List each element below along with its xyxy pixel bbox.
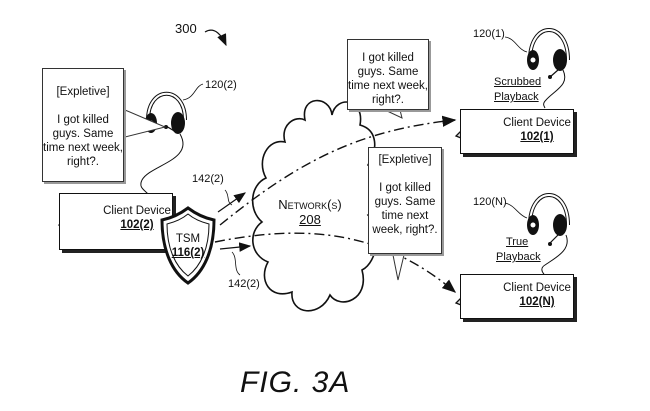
figure-reference-arrow [204, 29, 227, 47]
tsm-id: 116(2) [171, 247, 205, 259]
device-label: Client Device [503, 117, 571, 129]
headset-ref-120-N: 120(N) [473, 196, 507, 208]
bubble-text: I got killed guys. Same time next week, … [348, 52, 428, 106]
headset-icon [527, 193, 570, 275]
figure-caption: FIG. 3A [240, 366, 351, 399]
link-label-lower: 142(2) [228, 278, 260, 290]
bubble-tag: [Expletive] [378, 154, 432, 166]
headset-ref-120-2: 120(2) [205, 79, 237, 91]
bubble-text: I got killed guys. Same time next week, … [372, 182, 438, 236]
headset-ref-120-1: 120(1) [473, 28, 505, 40]
headset-icon [140, 91, 187, 197]
device-label: Client Device [103, 205, 171, 217]
network-label: Network(s) 208 [270, 197, 350, 227]
flow-to-device-102-N [214, 232, 457, 293]
client-device-102-N[interactable]: Client Device 102(N) [460, 274, 574, 319]
playback-mode-line2: Playback [494, 91, 539, 103]
bubble-text: I got killed guys. Same time next week, … [43, 114, 123, 168]
network-cloud [251, 99, 380, 312]
device-id: 102(1) [520, 131, 554, 143]
device-label: Client Device [503, 282, 571, 294]
link-arrow-upper [217, 192, 246, 213]
device-id: 102(N) [519, 296, 555, 308]
network-name: Network(s) [278, 197, 342, 212]
headset-icon [527, 28, 570, 109]
playback-mode-line1: Scrubbed [494, 76, 542, 88]
playback-mode-line1: True [506, 236, 529, 248]
link-arrow-lower [219, 242, 252, 252]
speech-bubble-source: [Expletive] I got killed guys. Same time… [42, 68, 124, 182]
client-device-102-1[interactable]: Client Device 102(1) [460, 109, 574, 154]
client-device-102-2[interactable]: Client Device 102(2) [59, 193, 173, 250]
bubble-tag: [Expletive] [56, 86, 110, 98]
speech-bubble-dest-1: I got killed guys. Same time next week, … [347, 39, 429, 110]
link-label-upper: 142(2) [192, 173, 224, 185]
device-id: 102(2) [120, 219, 154, 231]
network-id: 208 [299, 212, 321, 227]
speech-bubble-dest-N: [Expletive] I got killed guys. Same time… [368, 147, 442, 254]
tsm-label[interactable]: TSM 116(2) [170, 232, 206, 260]
tsm-name: TSM [175, 233, 201, 245]
flow-to-device-102-1 [219, 115, 457, 226]
figure-reference-number: 300 [175, 21, 197, 36]
playback-mode-line2: Playback [496, 251, 541, 263]
